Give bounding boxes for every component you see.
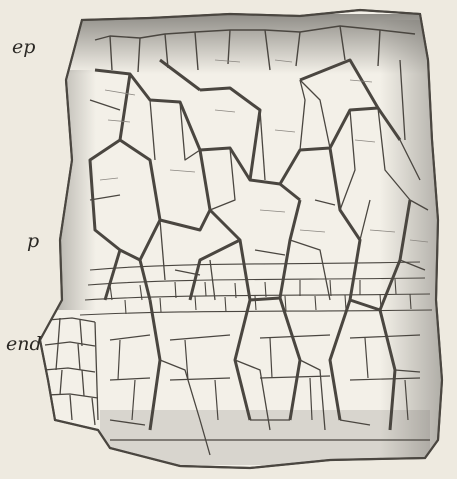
label-endodermis: end	[6, 333, 42, 355]
label-epidermis: ep	[12, 36, 35, 58]
bottom-shading	[100, 410, 430, 465]
label-parenchyma: p	[27, 230, 39, 252]
